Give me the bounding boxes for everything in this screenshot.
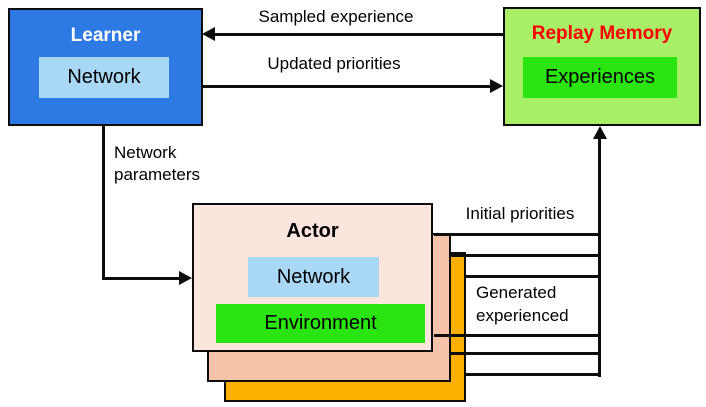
network-parameters-line-vertical bbox=[102, 126, 105, 280]
generated-experience-line-actor1 bbox=[434, 334, 601, 337]
initial-priorities-line-actor1 bbox=[434, 233, 601, 236]
learner-network-label: Network bbox=[67, 66, 141, 88]
actor-title: Actor bbox=[286, 220, 339, 242]
network-parameters-line-horizontal bbox=[102, 277, 180, 280]
actor-environment-box: Environment bbox=[216, 304, 425, 343]
network-parameters-label: Network parameters bbox=[114, 142, 200, 186]
experiences-box: Experiences bbox=[523, 57, 677, 98]
generated-experience-label: Generated experienced bbox=[476, 281, 569, 327]
generated-experience-label-line1: Generated bbox=[476, 283, 557, 302]
actor-network-box: Network bbox=[248, 257, 379, 297]
initial-priorities-line-actor3 bbox=[465, 275, 601, 278]
arrowhead-right-icon bbox=[490, 79, 503, 93]
replay-memory-title: Replay Memory bbox=[531, 23, 673, 44]
sampled-experience-label: Sampled experience bbox=[258, 7, 414, 26]
arrowhead-left-icon bbox=[202, 27, 215, 41]
updated-priorities-label: Updated priorities bbox=[267, 54, 401, 73]
arrowhead-right-icon bbox=[179, 271, 192, 285]
updated-priorities-line bbox=[203, 85, 491, 88]
generated-experience-line-actor3 bbox=[465, 373, 601, 376]
initial-priorities-label: Initial priorities bbox=[465, 204, 575, 223]
sampled-experience-line bbox=[214, 33, 503, 36]
learner-network-box: Network bbox=[39, 57, 169, 98]
experiences-label: Experiences bbox=[544, 66, 656, 88]
actor-network-label: Network bbox=[276, 265, 351, 288]
arrowhead-up-icon bbox=[593, 126, 607, 139]
initial-priorities-line-actor2 bbox=[451, 254, 601, 257]
learner-title: Learner bbox=[70, 25, 141, 46]
actor-environment-label: Environment bbox=[264, 312, 377, 334]
generated-experience-line-actor2 bbox=[451, 352, 601, 355]
network-parameters-label-line2: parameters bbox=[114, 165, 200, 184]
generated-experience-label-line2: experienced bbox=[476, 306, 569, 325]
network-parameters-label-line1: Network bbox=[114, 143, 177, 162]
